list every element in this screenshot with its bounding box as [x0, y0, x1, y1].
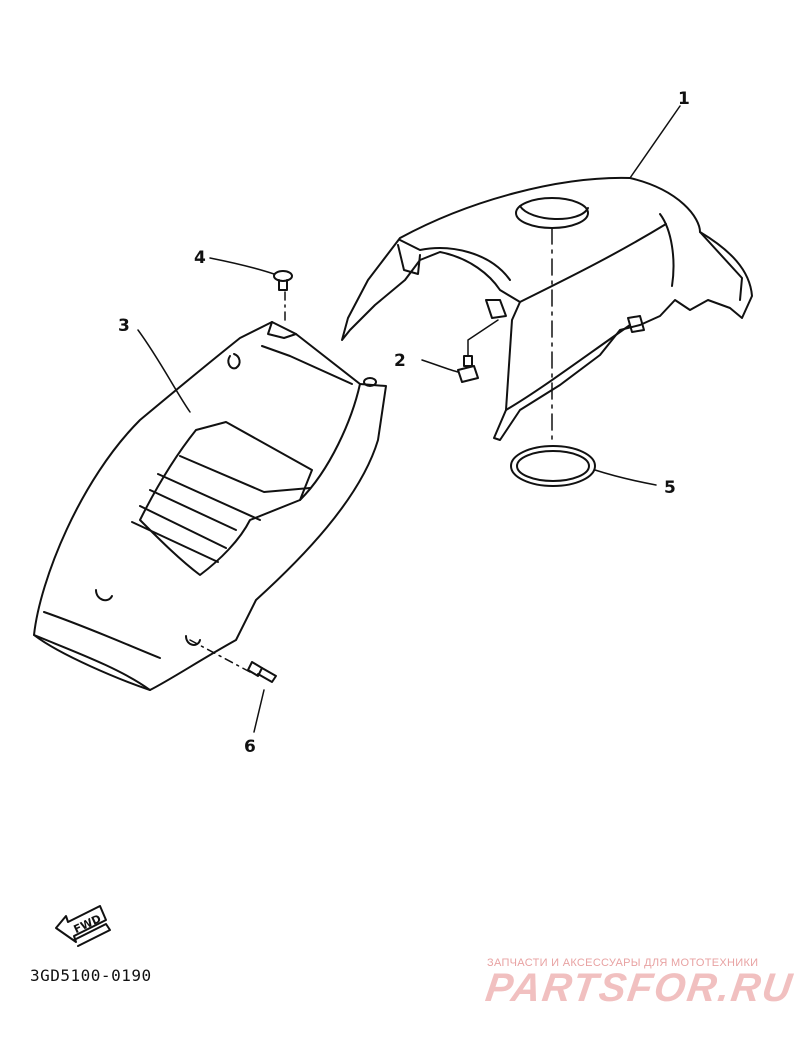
callout-6: 6 [244, 737, 256, 757]
callout-2: 2 [394, 351, 406, 371]
callout-4: 4 [194, 248, 206, 268]
part-screw-top [209, 257, 293, 323]
watermark-logo: PARTSFOR.RU [482, 966, 797, 1010]
watermark-tagline: ЗАПЧАСТИ И АКСЕССУАРЫ ДЛЯ МОТОТЕХНИКИ [487, 957, 759, 969]
callout-3: 3 [118, 316, 130, 336]
part-seat-cover [33, 321, 387, 691]
part-bolt [189, 639, 277, 733]
fwd-arrow-icon [55, 905, 111, 947]
part-clip-nut [421, 319, 499, 383]
diagram-reference-code: 3GD5100-0190 [30, 966, 152, 985]
part-tank-cover [341, 105, 753, 446]
callout-5: 5 [664, 478, 676, 498]
part-ring [510, 445, 657, 487]
callout-1: 1 [678, 89, 690, 109]
